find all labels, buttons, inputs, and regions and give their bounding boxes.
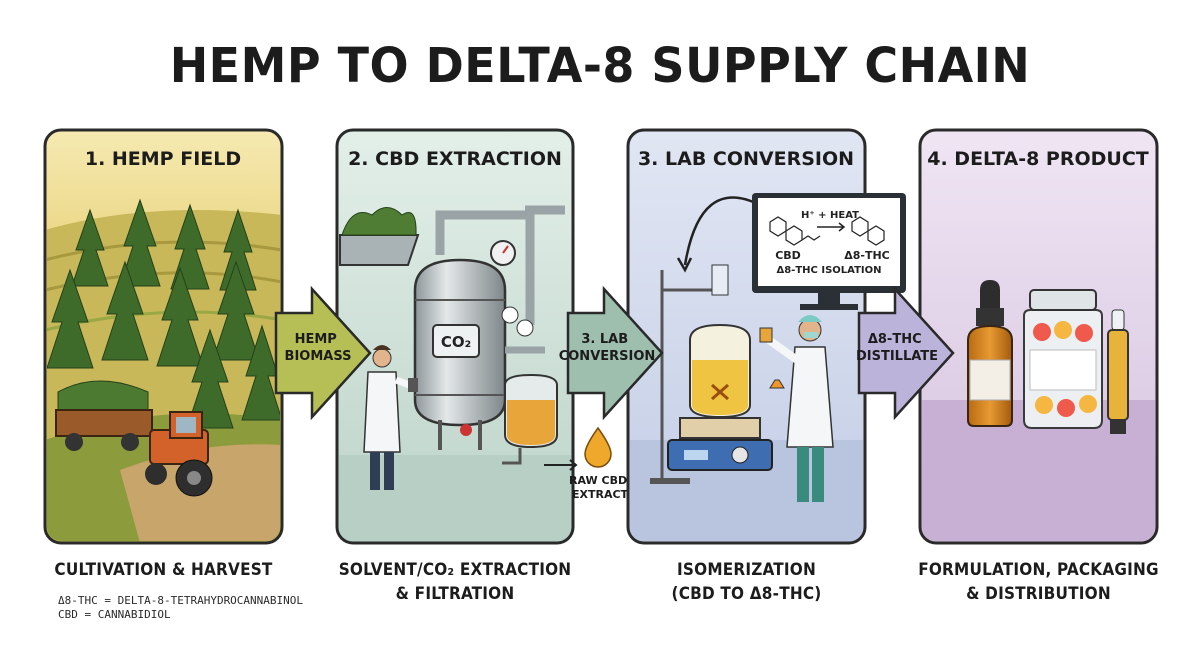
- arrow-2-label-line-2: CONVERSION: [559, 349, 656, 364]
- monitor-product-label: Δ8-THC: [844, 249, 890, 262]
- legend-line-1: Δ8-THC = DELTA-8-TETRAHYDROCANNABINOL: [58, 594, 304, 607]
- arrow-2-label-line-1: 3. LAB: [581, 332, 628, 347]
- panel-lab-conversion: H⁺ + HEAT CBD Δ8-THC Δ8-THC ISOLATION 3.…: [626, 128, 906, 545]
- svg-text:RAW CBD EXTRACT: RAW CBD EXTRACT: [569, 474, 631, 501]
- legend-line-2: CBD = CANNABIDIOL: [58, 608, 171, 621]
- molecule-delta8-icon: [851, 216, 885, 246]
- caption-panel-1: CULTIVATION & HARVEST: [45, 558, 282, 582]
- arrow-lab-conversion: 3. LAB CONVERSION: [559, 285, 664, 421]
- technician-figure: [363, 345, 418, 490]
- caption-3-line-1: ISOMERIZATION: [677, 560, 816, 580]
- arrow-3-label-line-1: Δ8-THC: [868, 332, 922, 347]
- svg-text:HEMP BIOMASS: HEMP BIOMASS: [285, 332, 352, 364]
- panel-hemp-field: 1. HEMP FIELD: [43, 128, 284, 545]
- panel-cbd-extraction: CO₂ 2. CBD EXTRACTION: [335, 128, 631, 545]
- scientist-figure: [759, 315, 834, 502]
- caption-4-line-2: & DISTRIBUTION: [966, 584, 1111, 604]
- monitor-reaction-label: H⁺ + HEAT: [801, 210, 859, 221]
- co2-tank-label: CO₂: [441, 333, 471, 351]
- panel-3-heading: 3. LAB CONVERSION: [638, 148, 854, 170]
- monitor-screen: H⁺ + HEAT CBD Δ8-THC Δ8-THC ISOLATION: [752, 193, 906, 310]
- arrow-3-label-line-2: DISTILLATE: [856, 349, 938, 364]
- caption-panel-3: ISOMERIZATION (CBD TO Δ8-THC): [628, 558, 865, 606]
- caption-4-line-1: FORMULATION, PACKAGING: [918, 560, 1159, 580]
- caption-panel-2: SOLVENT/CO₂ EXTRACTION & FILTRATION: [332, 558, 578, 606]
- droplet-icon: [544, 426, 612, 471]
- caption-3-line-2: (CBD TO Δ8-THC): [671, 584, 822, 604]
- extraction-illustration: CO₂: [339, 205, 571, 541]
- gummy-jar-icon: [1023, 289, 1103, 429]
- raw-extract-line-1: RAW CBD: [569, 474, 627, 487]
- caption-2-line-2: & FILTRATION: [395, 584, 515, 604]
- product-illustration: [922, 280, 1155, 541]
- svg-text:3. LAB CONVERSION: 3. LAB CONVERSION: [559, 332, 656, 364]
- vape-cartridge-icon: [1107, 309, 1129, 434]
- tincture-bottle-icon: [967, 280, 1013, 427]
- tractor-icon: [145, 411, 213, 497]
- panel-delta8-product: 4. DELTA-8 PRODUCT: [918, 128, 1159, 545]
- hemp-field-illustration: [47, 198, 280, 541]
- arrow-hemp-biomass: HEMP BIOMASS: [274, 285, 372, 421]
- raw-extract-line-2: EXTRACT: [572, 488, 629, 501]
- svg-text:Δ8-THC DISTILLATE: Δ8-THC DISTILLATE: [856, 332, 938, 364]
- abbreviation-legend: Δ8-THC = DELTA-8-TETRAHYDROCANNABINOL CB…: [58, 594, 303, 622]
- trailer-icon: [55, 380, 153, 451]
- panel-2-heading: 2. CBD EXTRACTION: [348, 148, 562, 170]
- arrow-1-label-line-2: BIOMASS: [285, 349, 352, 364]
- panel-4-heading: 4. DELTA-8 PRODUCT: [927, 148, 1149, 170]
- page-title: HEMP TO DELTA-8 SUPPLY CHAIN: [169, 36, 1031, 94]
- caption-panel-4: FORMULATION, PACKAGING & DISTRIBUTION: [912, 558, 1165, 606]
- monitor-cbd-label: CBD: [775, 249, 801, 262]
- molecule-cbd-icon: [769, 216, 821, 246]
- caption-1-line: CULTIVATION & HARVEST: [54, 560, 273, 580]
- arrow-delta8-distillate: Δ8-THC DISTILLATE: [856, 285, 955, 421]
- caption-2-line-1: SOLVENT/CO₂ EXTRACTION: [338, 560, 572, 580]
- monitor-caption: Δ8-THC ISOLATION: [776, 265, 881, 276]
- panel-1-heading: 1. HEMP FIELD: [85, 148, 241, 170]
- arrow-1-label-line-1: HEMP: [295, 332, 337, 347]
